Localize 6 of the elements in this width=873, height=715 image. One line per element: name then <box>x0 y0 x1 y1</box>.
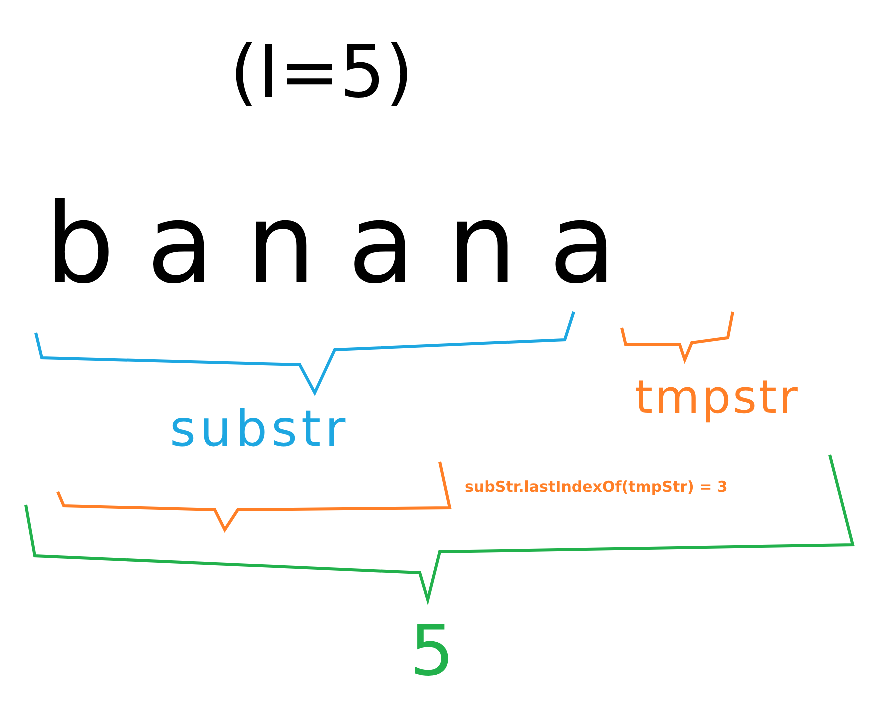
expression-label: subStr.lastIndexOf(tmpStr) = 3 <box>465 478 728 496</box>
title-text: (I=5) <box>230 30 414 114</box>
variable-label: substr <box>170 400 350 458</box>
variable-label: tmpstr <box>635 370 800 424</box>
result-label: 5 <box>410 610 455 692</box>
word-text: banana <box>45 180 648 308</box>
